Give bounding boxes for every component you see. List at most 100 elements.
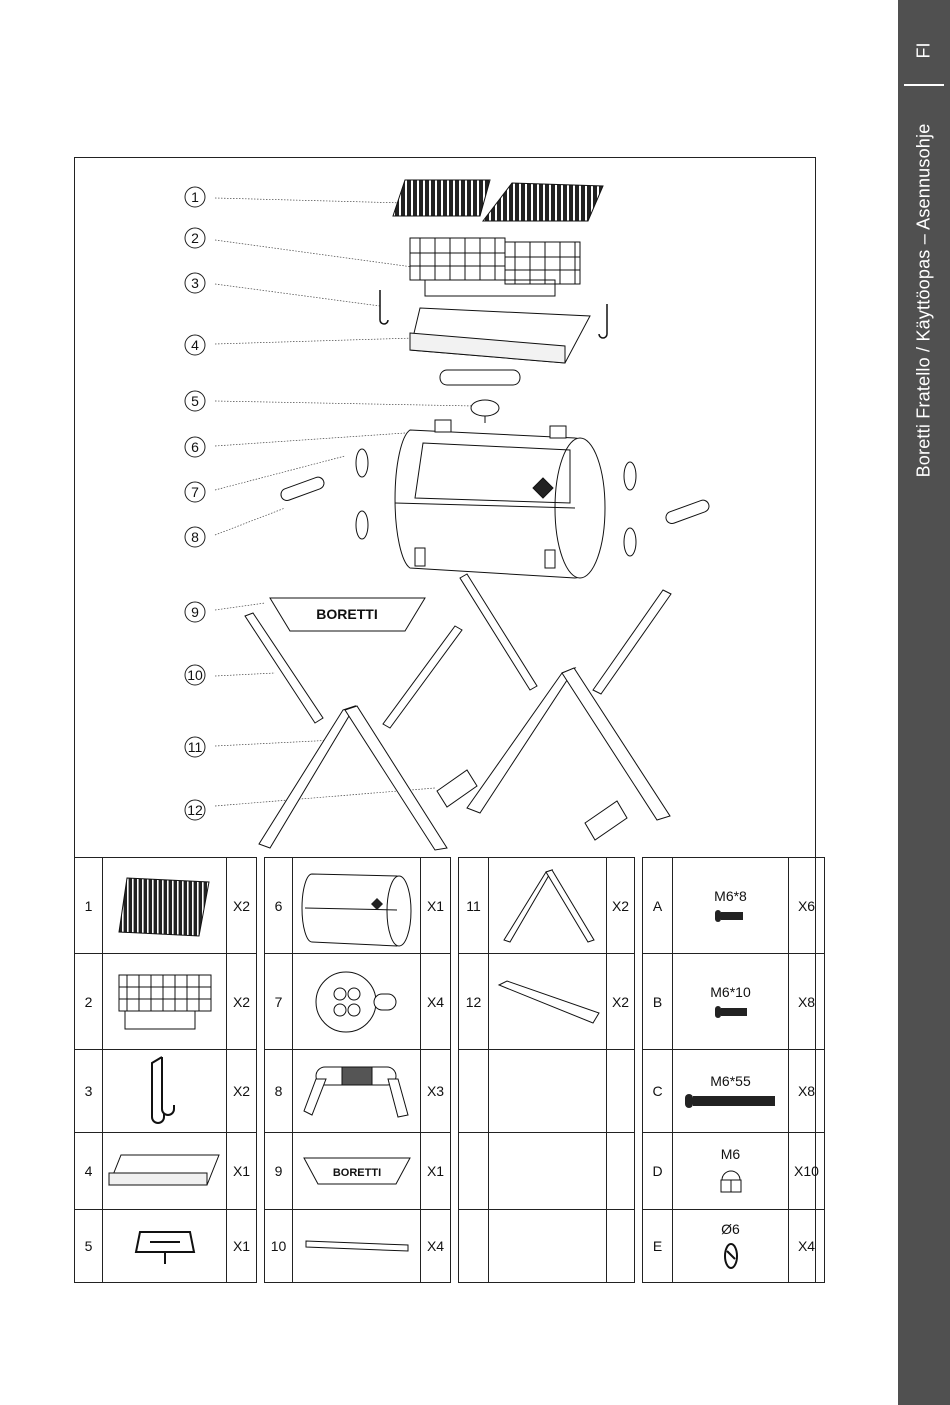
svg-text:9: 9 (191, 604, 199, 620)
empty-cell (489, 1209, 607, 1282)
hardware-spec: Ø6 (673, 1221, 788, 1237)
svg-text:7: 7 (191, 484, 199, 500)
column-gap (635, 858, 643, 954)
part-number: 1 (75, 858, 103, 954)
hardware-letter: D (643, 1132, 673, 1209)
part-quantity: X2 (607, 858, 635, 954)
washer-icon (721, 1241, 741, 1271)
hardware-quantity: X8 (789, 954, 825, 1050)
grill-grates (393, 180, 603, 221)
part-number: 10 (265, 1209, 293, 1282)
svg-text:BORETTI: BORETTI (316, 606, 377, 622)
part-quantity: X3 (421, 1050, 451, 1132)
part-quantity: X2 (227, 954, 257, 1050)
callout-6: 6 (185, 437, 205, 457)
hardware-quantity: X8 (789, 1050, 825, 1132)
callout-10: 10 (185, 665, 205, 685)
svg-text:3: 3 (191, 275, 199, 291)
part-number: 11 (459, 858, 489, 954)
empty-cell (489, 1050, 607, 1132)
part-quantity: X1 (421, 858, 451, 954)
crossbar-icon (293, 1209, 421, 1282)
language-label: FI (906, 28, 942, 72)
callout-7: 7 (185, 482, 205, 502)
hardware-spec: M6*55 (673, 1073, 788, 1089)
callout-5: 5 (185, 391, 205, 411)
svg-text:4: 4 (191, 337, 199, 353)
hardware-quantity: X4 (789, 1209, 825, 1282)
handle-icon (103, 1209, 227, 1282)
column-gap (257, 954, 265, 1050)
column-gap (451, 1209, 459, 1282)
callout-12: 12 (185, 800, 205, 820)
column-gap (635, 1050, 643, 1132)
callout-8: 8 (185, 527, 205, 547)
empty-cell (459, 1050, 489, 1132)
column-gap (635, 1132, 643, 1209)
svg-text:BORETTI: BORETTI (332, 1167, 380, 1179)
hardware-spec: M6*10 (673, 984, 788, 1000)
exploded-diagram: 1 2 3 4 5 6 7 8 9 10 11 12 (75, 158, 815, 858)
side-handle-icon (293, 1050, 421, 1132)
callout-2: 2 (185, 228, 205, 248)
hook-icon (103, 1050, 227, 1132)
table-row: 2 X2 7 X4 12 X2 B M6*10 X8 (75, 954, 825, 1050)
vent-wheel-icon (293, 954, 421, 1050)
column-gap (451, 858, 459, 954)
crossbars (245, 574, 671, 728)
charcoal-basket-icon (103, 954, 227, 1050)
empty-cell (459, 1209, 489, 1282)
hardware-cell: M6*8 (673, 858, 789, 954)
column-gap (257, 1050, 265, 1132)
callout-3: 3 (185, 273, 205, 293)
part-number: 2 (75, 954, 103, 1050)
part-quantity: X1 (227, 1209, 257, 1282)
a-frame-leg-icon (489, 858, 607, 954)
column-gap (257, 1132, 265, 1209)
empty-cell (489, 1132, 607, 1209)
column-gap (451, 1132, 459, 1209)
hardware-cell: M6*55 (673, 1050, 789, 1132)
ash-tray (410, 308, 590, 363)
column-gap (257, 1209, 265, 1282)
brand-plate-icon: BORETTI (293, 1132, 421, 1209)
part-number: 6 (265, 858, 293, 954)
part-number: 9 (265, 1132, 293, 1209)
part-number: 12 (459, 954, 489, 1050)
svg-text:10: 10 (187, 667, 203, 683)
barrel-body (395, 420, 605, 578)
column-gap (635, 1209, 643, 1282)
part-quantity: X4 (421, 954, 451, 1050)
table-row: 5 X1 10 X4 E Ø6 X4 (75, 1209, 825, 1282)
svg-text:1: 1 (191, 189, 199, 205)
grill-grate-icon (103, 858, 227, 954)
svg-text:2: 2 (191, 230, 199, 246)
hardware-cell: M6*10 (673, 954, 789, 1050)
column-gap (635, 954, 643, 1050)
empty-cell (459, 1132, 489, 1209)
hardware-cell: Ø6 (673, 1209, 789, 1282)
hardware-spec: M6 (673, 1146, 788, 1162)
part-quantity: X4 (421, 1209, 451, 1282)
svg-text:11: 11 (188, 739, 203, 755)
column-gap (451, 1050, 459, 1132)
callout-1: 1 (185, 187, 205, 207)
hardware-quantity: X10 (789, 1132, 825, 1209)
hardware-spec: M6*8 (673, 888, 788, 904)
column-gap (451, 954, 459, 1050)
cap-nut-icon (716, 1166, 746, 1196)
part-quantity: X2 (607, 954, 635, 1050)
hardware-letter: B (643, 954, 673, 1050)
short-bolt-icon (711, 908, 751, 924)
parts-table: 1 X2 6 X1 11 X2 A M6*8 X6 2 X2 7 (74, 857, 825, 1283)
callout-9: 9 (185, 602, 205, 622)
hardware-letter: A (643, 858, 673, 954)
part-quantity: X2 (227, 858, 257, 954)
bolt-icon (711, 1004, 751, 1020)
leg-connector-icon (489, 954, 607, 1050)
svg-text:6: 6 (191, 439, 199, 455)
charcoal-baskets (410, 238, 580, 296)
leg-connectors (437, 770, 627, 840)
barrel-body-icon (293, 858, 421, 954)
lid-handle (440, 370, 520, 423)
